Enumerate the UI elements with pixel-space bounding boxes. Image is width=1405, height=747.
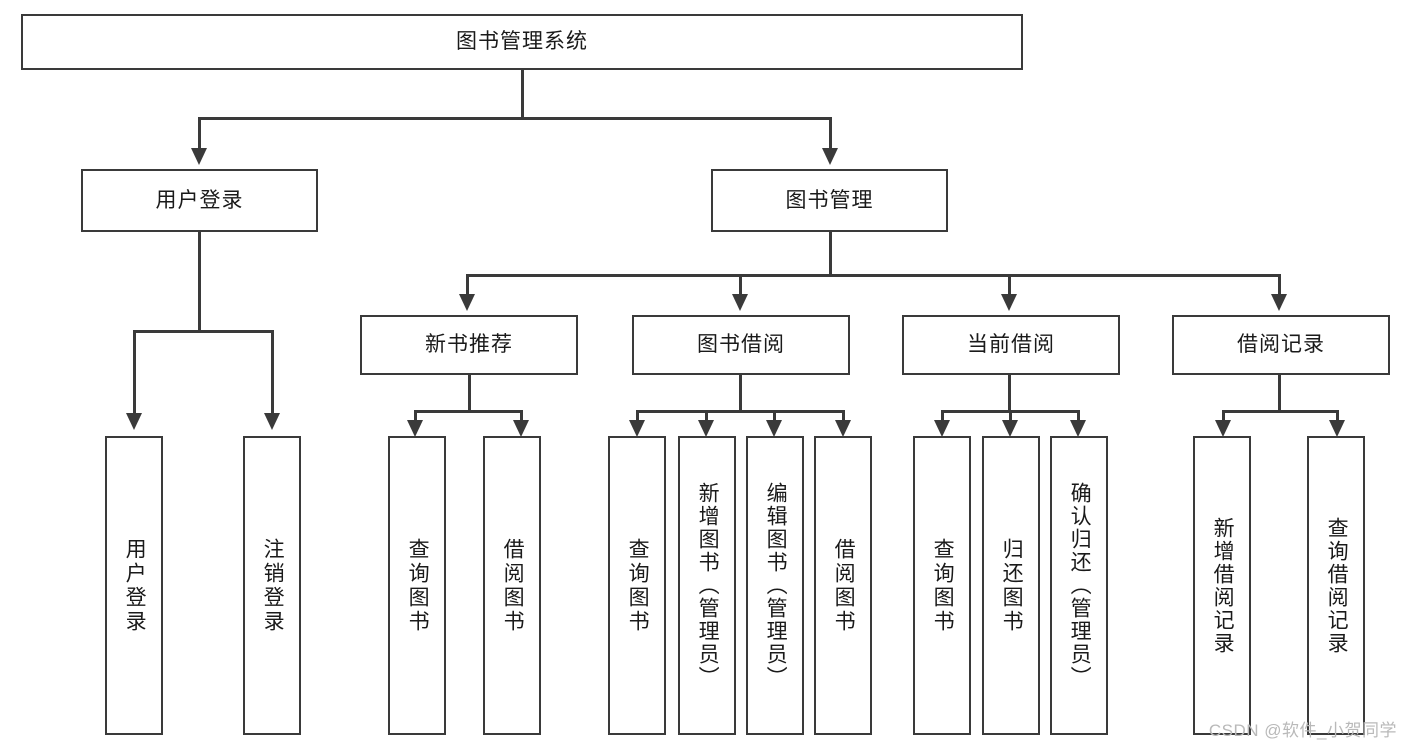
node-label: 用户登录 (123, 537, 147, 634)
connector-new-book-stem (468, 375, 471, 412)
connector-new-book-bus (414, 410, 522, 413)
node-label: 图书管理 (785, 188, 874, 212)
arrowhead-current-borrow-leaf2 (1002, 420, 1018, 437)
arrowhead-current-borrow-leaf3 (1070, 420, 1086, 437)
node-label: 注销登录 (261, 537, 285, 634)
connector-to-book-manage (829, 117, 832, 150)
arrowhead-borrow-records-leaf2 (1329, 420, 1345, 437)
connector-to-book-borrow (739, 274, 742, 296)
connector-current-borrow-leaf3 (1077, 410, 1080, 422)
node-new-book-recommend[interactable]: 新书推荐 (360, 315, 578, 375)
connector-to-borrow-records (1278, 274, 1281, 296)
connector-book-manage-stem (829, 232, 832, 276)
leaf-new-book-borrow[interactable]: 借阅图书 (483, 436, 541, 735)
connector-current-borrow-stem (1008, 375, 1011, 412)
node-user-login[interactable]: 用户登录 (81, 169, 318, 232)
node-label: 用户登录 (155, 188, 244, 212)
node-borrow-records[interactable]: 借阅记录 (1172, 315, 1390, 375)
leaf-user-login-login[interactable]: 用户登录 (105, 436, 163, 735)
arrowhead-to-current-borrow (1001, 294, 1017, 311)
arrowhead-to-new-book (459, 294, 475, 311)
arrowhead-book-borrow-leaf3 (766, 420, 782, 437)
leaf-current-borrow-confirm[interactable]: 确认归还（管理员） (1050, 436, 1108, 735)
connector-level3-bus (466, 274, 1280, 277)
arrowhead-book-borrow-leaf4 (835, 420, 851, 437)
node-label: 新增借阅记录 (1211, 516, 1235, 655)
arrowhead-to-user-login (191, 148, 207, 165)
connector-to-current-borrow (1008, 274, 1011, 296)
node-label: 借阅图书 (501, 537, 525, 634)
arrowhead-book-borrow-leaf2 (698, 420, 714, 437)
node-label: 查询图书 (406, 537, 430, 634)
leaf-new-book-query[interactable]: 查询图书 (388, 436, 446, 735)
node-label: 新书推荐 (425, 333, 513, 357)
node-label: 查询图书 (626, 537, 650, 634)
arrowhead-to-book-manage (822, 148, 838, 165)
node-label: 归还图书 (1000, 537, 1024, 634)
connector-book-borrow-stem (739, 375, 742, 412)
connector-borrow-records-leaf1 (1222, 410, 1225, 422)
leaf-borrow-records-query[interactable]: 查询借阅记录 (1307, 436, 1365, 735)
connector-book-borrow-leaf4 (842, 410, 845, 422)
arrowhead-to-borrow-records (1271, 294, 1287, 311)
node-label: 编辑图书（管理员） (764, 482, 788, 689)
connector-user-login-stem (198, 232, 201, 332)
arrowhead-user-login-leaf2 (264, 413, 280, 430)
node-label: 图书借阅 (697, 333, 785, 357)
node-book-borrow[interactable]: 图书借阅 (632, 315, 850, 375)
node-label: 借阅图书 (832, 537, 856, 634)
connector-user-login-leaf1 (133, 330, 136, 415)
node-label: 查询图书 (931, 537, 955, 634)
node-label: 查询借阅记录 (1325, 516, 1349, 655)
node-label: 当前借阅 (967, 333, 1055, 357)
connector-user-login-leaf2 (271, 330, 274, 415)
connector-book-borrow-bus (636, 410, 844, 413)
connector-borrow-records-stem (1278, 375, 1281, 412)
arrowhead-to-book-borrow (732, 294, 748, 311)
connector-user-login-bus (133, 330, 273, 333)
arrowhead-book-borrow-leaf1 (629, 420, 645, 437)
connector-root-stem (521, 70, 524, 118)
arrowhead-new-book-leaf2 (513, 420, 529, 437)
arrowhead-borrow-records-leaf1 (1215, 420, 1231, 437)
leaf-book-borrow-query[interactable]: 查询图书 (608, 436, 666, 735)
connector-borrow-records-leaf2 (1336, 410, 1339, 422)
node-current-borrow[interactable]: 当前借阅 (902, 315, 1120, 375)
connector-borrow-records-bus (1222, 410, 1338, 413)
leaf-book-borrow-add[interactable]: 新增图书（管理员） (678, 436, 736, 735)
arrowhead-new-book-leaf1 (407, 420, 423, 437)
leaf-current-borrow-return[interactable]: 归还图书 (982, 436, 1040, 735)
leaf-book-borrow-edit[interactable]: 编辑图书（管理员） (746, 436, 804, 735)
leaf-borrow-records-add[interactable]: 新增借阅记录 (1193, 436, 1251, 735)
node-label: 图书管理系统 (456, 30, 588, 54)
connector-to-new-book (466, 274, 469, 296)
connector-book-borrow-leaf1 (636, 410, 639, 422)
connector-book-borrow-leaf3 (773, 410, 776, 422)
connector-level2-bus (198, 117, 831, 120)
connector-book-borrow-leaf2 (705, 410, 708, 422)
node-root-system[interactable]: 图书管理系统 (21, 14, 1023, 70)
connector-current-borrow-leaf1 (941, 410, 944, 422)
connector-to-user-login (198, 117, 201, 150)
leaf-current-borrow-query[interactable]: 查询图书 (913, 436, 971, 735)
leaf-book-borrow-borrow[interactable]: 借阅图书 (814, 436, 872, 735)
arrowhead-user-login-leaf1 (126, 413, 142, 430)
node-label: 确认归还（管理员） (1068, 482, 1092, 689)
node-label: 新增图书（管理员） (696, 482, 720, 689)
node-label: 借阅记录 (1237, 333, 1325, 357)
arrowhead-current-borrow-leaf1 (934, 420, 950, 437)
connector-current-borrow-leaf2 (1009, 410, 1012, 422)
connector-new-book-leaf1 (414, 410, 417, 422)
leaf-user-login-logout[interactable]: 注销登录 (243, 436, 301, 735)
node-book-management[interactable]: 图书管理 (711, 169, 948, 232)
connector-new-book-leaf2 (520, 410, 523, 422)
